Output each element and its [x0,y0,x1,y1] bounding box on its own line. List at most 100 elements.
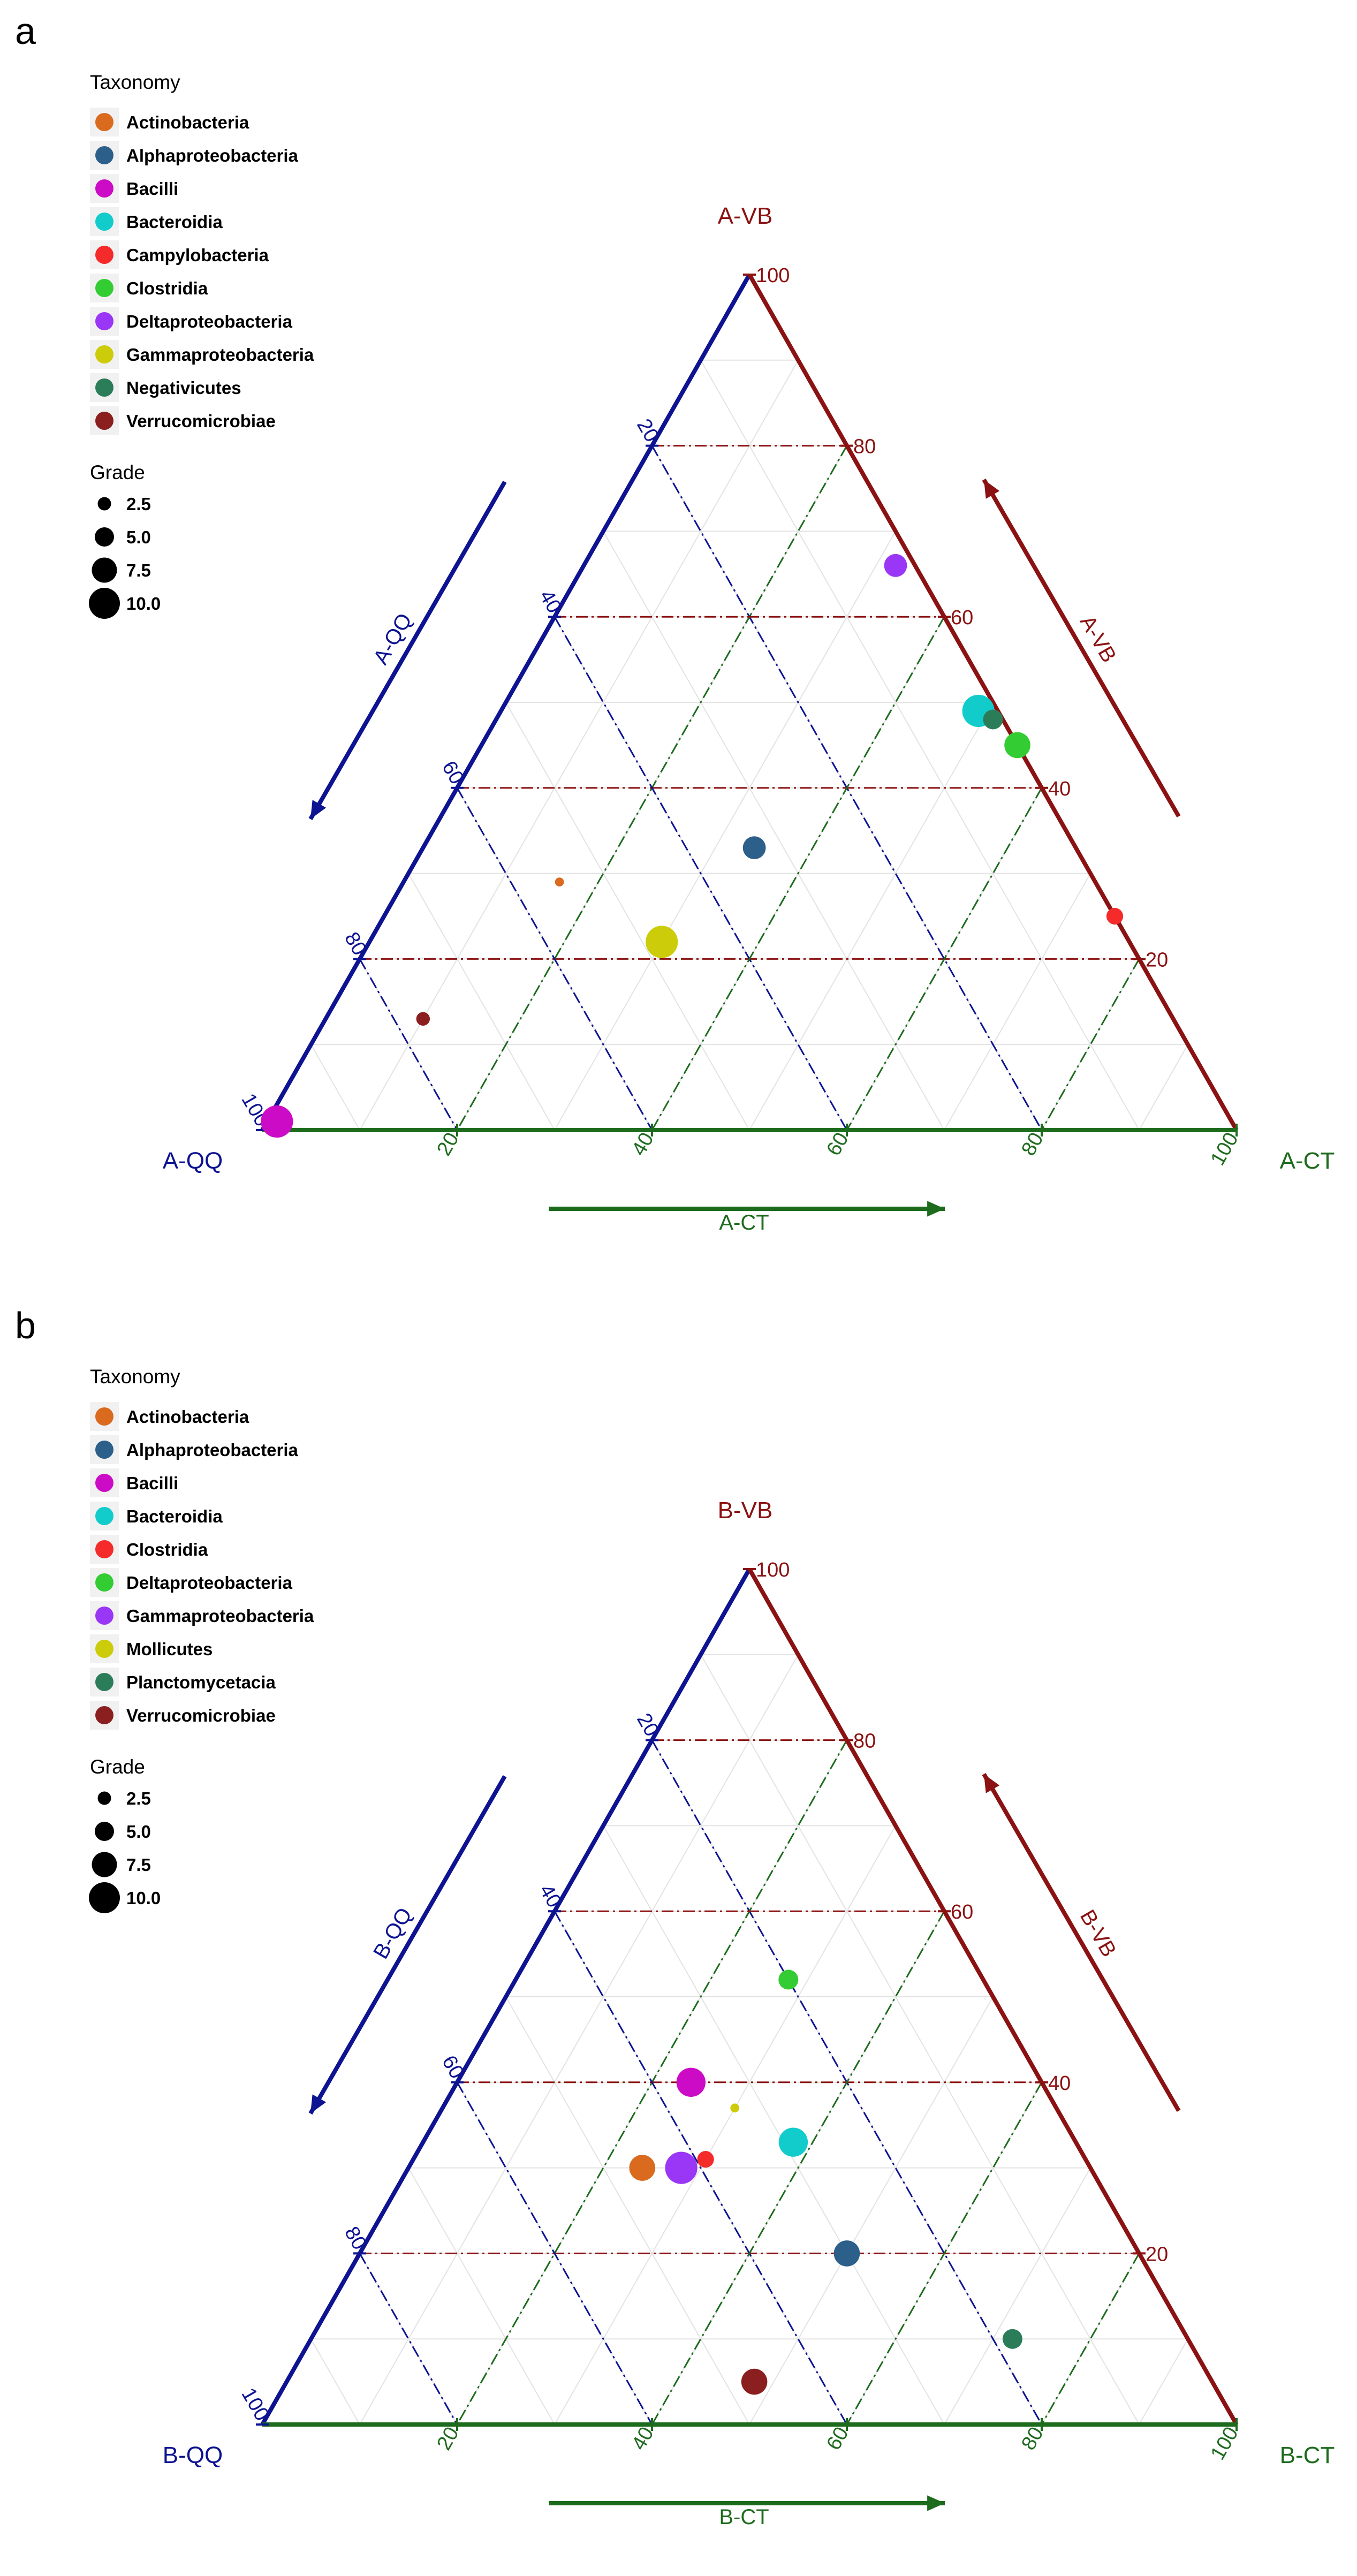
legend-size-swatch [95,1822,114,1841]
ct-axis-title: B-CT [719,2505,769,2529]
legend-label: Actinobacteria [126,112,249,132]
ct-grid-line [1041,958,1140,1131]
legend-swatch [95,113,113,131]
legend-size-swatch [97,497,111,511]
legend-swatch [95,279,113,297]
legend-label: Bacteroidia [126,212,223,232]
minor-grid-line [749,702,994,1131]
vertex-label-left: B-QQ [163,2442,223,2468]
data-point [261,1105,293,1138]
qq-grid-line [359,958,458,1131]
ct-tick-label: 40 [627,1129,658,1160]
minor-grid-line [603,531,945,1131]
minor-grid-line [554,531,896,1131]
legend-swatch [95,1607,113,1625]
ct-tick-label: 60 [822,1129,853,1160]
legend-label: Planctomycetacia [126,1672,276,1692]
legend-label: Bacteroidia [126,1506,223,1526]
legend-size-swatch [89,1882,120,1913]
data-point [646,926,678,958]
vb-direction-arrow-head [984,480,1000,499]
minor-grid-line [700,360,1140,1131]
legend-swatch [95,146,113,164]
minor-grid-line [944,873,1091,1131]
vb-axis-line [747,274,1239,1131]
ct-grid-line [651,1911,945,2425]
minor-grid-line [505,1996,750,2425]
legend-swatch [95,345,113,363]
data-point [416,1012,430,1026]
qq-tick-label: 40 [535,586,566,617]
data-point [778,1969,799,1990]
legend-size-label: 10.0 [126,594,161,613]
legend-size-label: 2.5 [126,1789,151,1808]
legend-label: Clostridia [126,278,208,298]
minor-grid-line [310,1044,360,1131]
ct-grid-line [846,2082,1043,2425]
legend-label: Bacilli [126,1473,178,1493]
data-point [1004,732,1030,759]
vb-tick-label: 60 [951,1901,973,1923]
legend-swatch [95,1640,113,1658]
vb-tick-label: 80 [853,436,876,458]
qq-tick-label: 80 [340,2223,371,2254]
legend-swatch [95,312,113,330]
data-point [555,877,564,887]
data-point [833,2240,860,2267]
vb-tick-label: 100 [756,1559,790,1581]
legend-label: Gammaproteobacteria [126,345,314,365]
legend-swatch [95,378,113,397]
minor-grid-line [1139,1044,1188,1131]
minor-grid-line [359,360,799,1131]
qq-axis-title: A-QQ [369,609,416,669]
qq-direction-arrow-head [310,800,327,819]
legend-swatch [95,179,113,198]
legend-size-swatch [89,588,120,619]
minor-grid-line [310,2338,360,2425]
vb-tick-label: 100 [756,264,790,287]
legend-size-swatch [92,1852,117,1877]
vb-axis-line [747,1568,1239,2426]
vb-tick-label: 80 [853,1730,876,1753]
legend-label: Campylobacteria [126,245,269,265]
legend-swatch [95,1673,113,1691]
legend-grade-title: Grade [90,461,145,483]
legend-swatch [95,412,113,430]
qq-grid-line [554,616,848,1131]
data-point [676,2067,706,2097]
ct-grid-line [1041,2253,1140,2425]
minor-grid-line [700,1654,1140,2425]
legend-label: Deltaproteobacteria [126,312,293,331]
legend-swatch [95,1407,113,1426]
qq-tick-label: 60 [437,2052,468,2083]
data-point [697,2151,714,2168]
vb-axis-title: A-VB [1075,611,1121,666]
panel-content: a202020404040606060808080100100100A-VBA-… [15,10,1335,1234]
minor-grid-line [603,1825,945,2425]
vertex-label-right: B-CT [1280,2442,1335,2468]
vb-tick-label: 20 [1146,949,1168,971]
qq-tick-label: 80 [340,928,371,959]
legend-label: Deltaproteobacteria [126,1573,293,1593]
legend-size-swatch [97,1791,111,1805]
ct-tick-label: 20 [433,2423,464,2454]
data-point [1002,2329,1022,2349]
minor-grid-line [944,2168,1091,2425]
ct-tick-label: 80 [1017,2423,1048,2454]
ct-tick-label: 80 [1017,1129,1048,1160]
minor-grid-line [1139,2338,1188,2425]
qq-direction-arrow [308,1775,507,2115]
legend-label: Alphaproteobacteria [126,1440,299,1460]
legend-swatch [95,1573,113,1592]
ct-grid-line [846,787,1043,1131]
vb-tick-label: 40 [1048,2072,1071,2095]
data-point [741,2368,768,2395]
legend-taxonomy-title: Taxonomy [90,71,180,93]
vb-direction-arrow-head [984,1774,1000,1793]
legend-size-label: 7.5 [126,560,151,580]
vertex-label-right: A-CT [1280,1148,1335,1174]
panel-content: b202020404040606060808080100100100B-VBB-… [15,1305,1335,2529]
panel-a: a202020404040606060808080100100100A-VBA-… [15,10,1335,1234]
ct-direction-arrow-head [927,1201,945,1217]
legend-taxonomy-title: Taxonomy [90,1366,180,1388]
